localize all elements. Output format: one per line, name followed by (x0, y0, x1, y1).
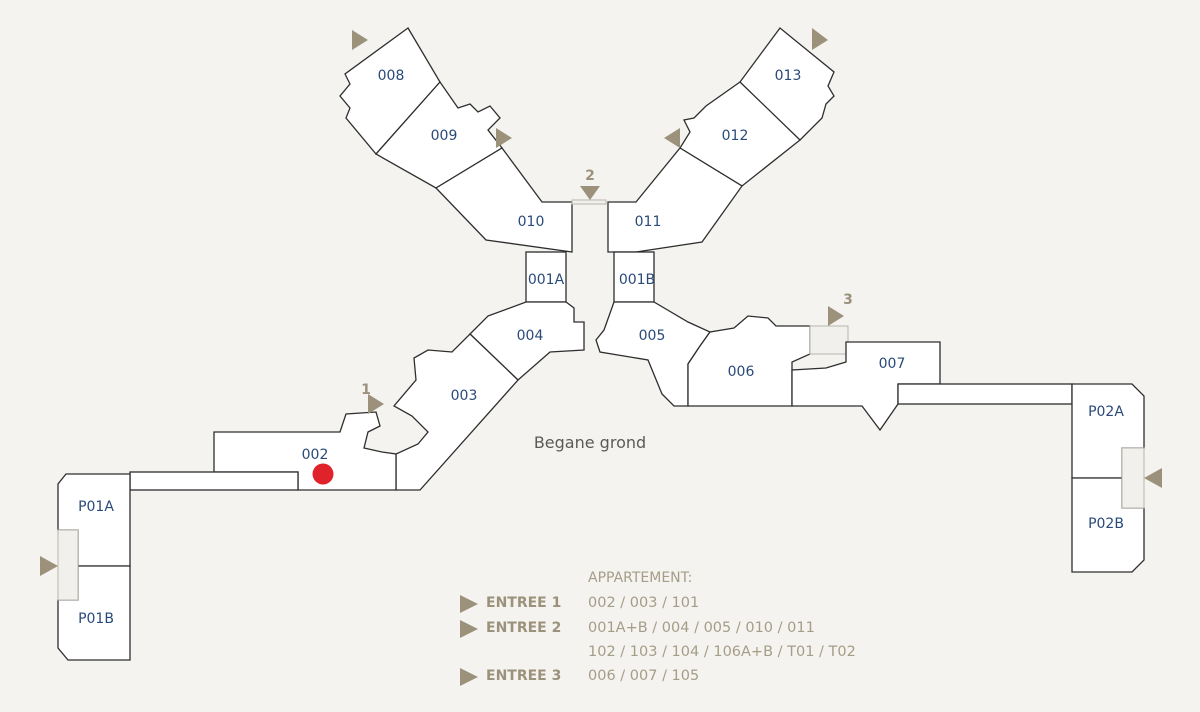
label-p02a: P02A (1088, 404, 1124, 420)
label-009: 009 (431, 128, 458, 144)
unit-007[interactable] (791, 341, 941, 432)
entrance-2-number: 2 (585, 168, 595, 184)
label-010: 010 (518, 214, 545, 230)
legend-apartments: 001A+B / 004 / 005 / 010 / 011 (588, 620, 815, 636)
entrance-p01 (57, 529, 79, 601)
label-p01b: P01B (78, 611, 114, 627)
entrance-1-number: 1 (361, 382, 371, 398)
entrance-arrow-icon (1144, 468, 1162, 488)
entrance-p02 (1121, 447, 1145, 509)
entrance-arrow-icon (664, 128, 680, 148)
legend-row: ENTREE 2 001A+B / 004 / 005 / 010 / 011 (460, 619, 920, 639)
legend-row: 102 / 103 / 104 / 106A+B / T01 / T02 (460, 643, 920, 663)
legend-row: ENTREE 3 006 / 007 / 105 (460, 667, 920, 687)
unit-006[interactable] (687, 315, 811, 407)
legend-apartments: 006 / 007 / 105 (588, 668, 700, 684)
label-002: 002 (302, 447, 329, 463)
legend: APPARTEMENT: ENTREE 1 002 / 003 / 101 EN… (460, 568, 920, 698)
label-005: 005 (639, 328, 666, 344)
connector-left (129, 471, 299, 491)
entrance-3-number: 3 (843, 292, 853, 308)
unit-003[interactable] (392, 333, 519, 491)
entrance-arrow-icon (812, 28, 828, 50)
unit-005[interactable] (595, 301, 711, 407)
floor-title: Begane grond (534, 433, 646, 452)
label-012: 012 (722, 128, 749, 144)
label-p02b: P02B (1088, 516, 1124, 532)
entrance-3-corridor (809, 325, 849, 355)
entrance-arrow-icon (496, 128, 512, 148)
entrance-1-arrow-icon (368, 394, 384, 414)
selected-unit-marker (312, 463, 334, 485)
label-013: 013 (775, 68, 802, 84)
legend-entrance-label: ENTREE 2 (486, 620, 562, 636)
label-006: 006 (728, 364, 755, 380)
entrance-arrow-icon (352, 30, 368, 50)
label-007: 007 (879, 356, 906, 372)
label-004: 004 (517, 328, 544, 344)
entrance-3-arrow-icon (828, 306, 844, 326)
label-p01a: P01A (78, 499, 114, 515)
label-011: 011 (635, 214, 662, 230)
entrance-arrow-icon (460, 595, 478, 613)
unit-009[interactable] (374, 80, 503, 189)
entrance-2-arrow-icon (580, 186, 600, 200)
legend-apartments: 002 / 003 / 101 (588, 595, 700, 611)
entrance-arrow-icon (460, 620, 478, 638)
legend-entrance-label: ENTREE 3 (486, 668, 562, 684)
legend-entrance-label: ENTREE 1 (486, 595, 562, 611)
label-003: 003 (451, 388, 478, 404)
legend-apartments: 102 / 103 / 104 / 106A+B / T01 / T02 (588, 644, 856, 660)
entrance-arrow-icon (460, 668, 478, 686)
unit-001a[interactable] (525, 251, 567, 303)
legend-header: APPARTEMENT: (588, 570, 693, 586)
unit-012[interactable] (679, 81, 801, 187)
corridor-top (571, 199, 607, 205)
label-001a: 001A (528, 272, 565, 288)
label-008: 008 (378, 68, 405, 84)
connector-right (897, 383, 1073, 405)
label-001b: 001B (619, 272, 655, 288)
legend-row: ENTREE 1 002 / 003 / 101 (460, 594, 920, 614)
entrance-arrow-icon (40, 556, 58, 576)
